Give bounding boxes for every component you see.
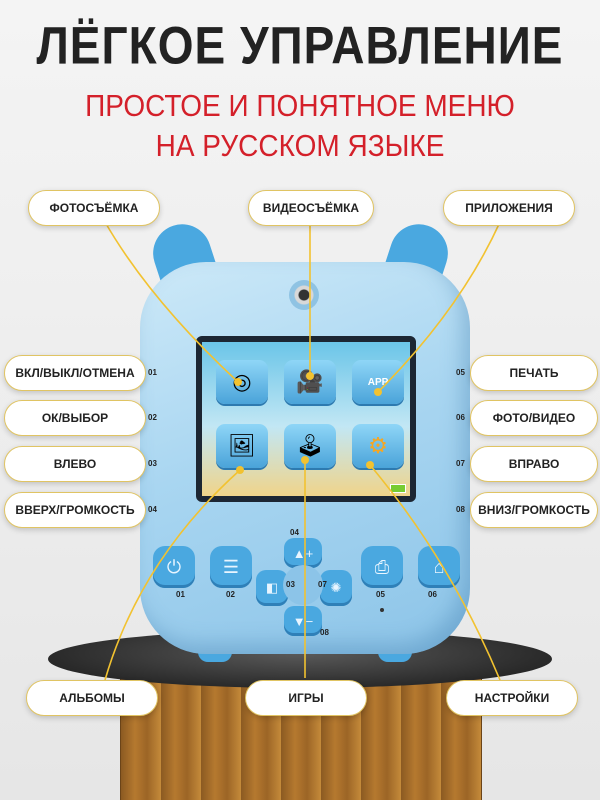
camera-lens <box>289 280 319 310</box>
label-power-number: 01 <box>148 368 157 377</box>
label-left-number: 03 <box>148 459 157 468</box>
dpad-left-button[interactable]: ◧ <box>256 570 288 606</box>
dpad-right-button[interactable]: ✺ <box>320 570 352 606</box>
video-app-tile[interactable]: 🎥 <box>284 360 336 404</box>
label-down-volume-number: 08 <box>456 505 465 514</box>
label-games: ИГРЫ <box>245 680 367 716</box>
label-settings: НАСТРОЙКИ <box>446 680 578 716</box>
volume-down-icon: ▼− <box>292 613 314 629</box>
label-apps: ПРИЛОЖЕНИЯ <box>443 190 575 226</box>
button-number-08: 08 <box>320 628 329 637</box>
label-print-number: 05 <box>456 368 465 377</box>
power-button[interactable]: ⏻ <box>153 546 195 588</box>
label-photo: ФОТОСЪЁМКА <box>28 190 160 226</box>
label-albums: АЛЬБОМЫ <box>26 680 158 716</box>
label-up-volume: ВВЕРХ/ГРОМКОСТЬ <box>4 492 146 528</box>
camera-icon: ◎ <box>232 369 252 394</box>
button-number-06: 06 <box>428 590 437 599</box>
subtitle-line-1: ПРОСТОЕ И ПОНЯТНОЕ МЕНЮ <box>85 88 515 123</box>
label-photo-video-number: 06 <box>456 413 465 422</box>
label-power: ВКЛ/ВЫКЛ/ОТМЕНА <box>4 355 146 391</box>
printer-icon: ⎙ <box>374 556 390 577</box>
label-right-number: 07 <box>456 459 465 468</box>
label-ok-number: 02 <box>148 413 157 422</box>
subtitle-line-2: НА РУССКОМ ЯЗЫКЕ <box>155 128 445 163</box>
label-down-volume: ВНИЗ/ГРОМКОСТЬ <box>470 492 598 528</box>
dpad-center <box>283 565 323 605</box>
label-left: ВЛЕВО <box>4 446 146 482</box>
apps-tile[interactable]: APP <box>352 360 404 404</box>
label-up-volume-number: 04 <box>148 505 157 514</box>
gallery-icon: 🖼 <box>228 433 256 458</box>
volume-up-icon: ▲+ <box>292 545 314 561</box>
label-print: ПЕЧАТЬ <box>470 355 598 391</box>
joystick-icon: 🕹 <box>296 433 324 458</box>
device-screen: ◎ 🎥 APP 🖼 🕹 ⚙ <box>196 336 416 502</box>
gallery-small-icon: ◧ <box>265 580 279 595</box>
page-title: ЛЁГКОЕ УПРАВЛЕНИЕ <box>36 15 564 75</box>
camera-small-icon: ⌂ <box>433 556 445 577</box>
ok-button[interactable]: ☰ <box>210 546 252 588</box>
button-number-07: 07 <box>318 580 327 589</box>
menu-lines-icon: ☰ <box>222 556 240 577</box>
label-ok: ОК/ВЫБОР <box>4 400 146 436</box>
battery-icon <box>390 484 406 493</box>
label-right: ВПРАВО <box>470 446 598 482</box>
label-photo-video: ФОТО/ВИДЕО <box>470 400 598 436</box>
button-number-05: 05 <box>376 590 385 599</box>
print-button[interactable]: ⎙ <box>361 546 403 588</box>
games-app-tile[interactable]: 🕹 <box>284 424 336 468</box>
video-camera-icon: 🎥 <box>296 369 324 394</box>
settings-app-tile[interactable]: ⚙ <box>352 424 404 468</box>
button-number-03: 03 <box>286 580 295 589</box>
dpad-down-button[interactable]: ▼− <box>284 606 322 636</box>
microphone-hole <box>380 608 384 612</box>
button-number-02: 02 <box>226 590 235 599</box>
button-number-04: 04 <box>290 528 299 537</box>
apps-tile-label: APP <box>367 376 389 388</box>
label-video: ВИДЕОСЪЁМКА <box>248 190 374 226</box>
album-app-tile[interactable]: 🖼 <box>216 424 268 468</box>
photo-video-button[interactable]: ⌂ <box>418 546 460 588</box>
settings-small-icon: ✺ <box>330 580 342 595</box>
power-icon: ⏻ <box>166 556 182 577</box>
button-number-01: 01 <box>176 590 185 599</box>
photo-app-tile[interactable]: ◎ <box>216 360 268 404</box>
dpad-up-button[interactable]: ▲+ <box>284 538 322 568</box>
gear-icon: ⚙ <box>368 433 388 458</box>
